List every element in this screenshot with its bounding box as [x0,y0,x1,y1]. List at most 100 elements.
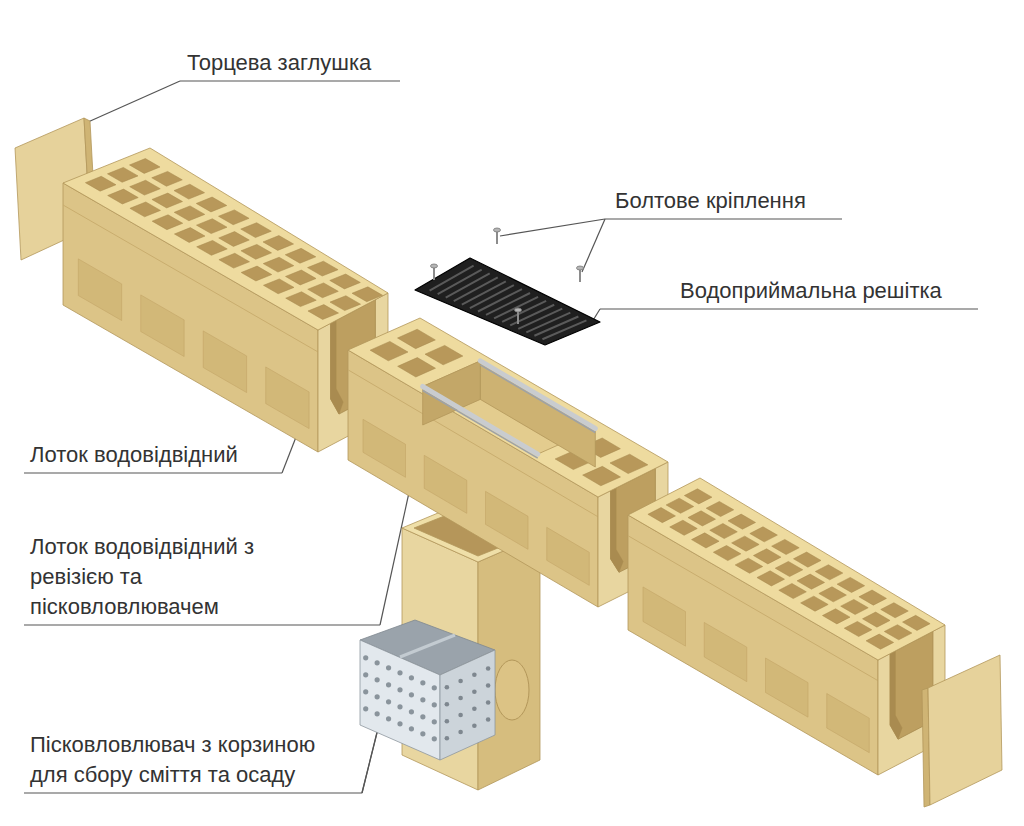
grid-hole [152,215,183,230]
basket-hole [445,736,450,741]
underline [24,624,380,625]
basket-hole [472,672,477,677]
grid-hole [286,292,317,307]
bolt-head [515,308,522,312]
underline [24,792,362,793]
grid-hole [753,549,781,564]
basket-hole [363,672,368,677]
grid-hole [241,266,272,281]
channel-top [628,478,945,660]
basket-hole [420,731,425,736]
leader-line [500,219,605,236]
basket-side [440,650,495,760]
grid-hole [425,345,463,364]
basket-hole [486,666,491,671]
basket-hole [386,682,391,687]
grid-hole [710,523,738,538]
basket-hole [409,726,414,731]
grid-hole [670,520,698,535]
grid-hole [308,305,339,320]
basket-hole [375,660,380,665]
channel-shadow [611,488,624,572]
basket-hole [432,702,437,707]
basket-hole [445,685,450,690]
grid-hole [263,236,294,251]
grid-hole [196,219,227,234]
grid-hole [263,257,294,272]
bolt-head [577,266,584,270]
basket-hole [420,714,425,719]
basket-hole [409,675,414,680]
drawing [15,118,1002,807]
end-cap-face [928,655,1002,805]
outlet-ring [495,660,529,720]
drain-channel [628,478,945,775]
grid-hole [648,508,676,523]
part-label: Торцева заглушка [187,48,371,78]
grid-hole [728,514,756,529]
bolts [431,228,584,324]
basket-hole [397,670,402,675]
grid-hole [866,634,894,649]
steel-rail [480,361,595,429]
grid-hole [801,596,829,611]
grid-hole [903,615,931,630]
grid-hole [85,176,116,191]
steel-rail [423,386,538,454]
leader-line [88,81,180,122]
grid-hole [750,527,778,542]
grid-hole [666,498,694,513]
basket-front [360,640,440,760]
leader-lines [24,81,978,793]
grid-hole [130,202,161,217]
channel-top [63,148,388,330]
channel-recess [643,587,686,646]
basket-hole [397,721,402,726]
grid-hole [779,583,807,598]
grid-hole [837,577,865,592]
basket-hole [486,700,491,705]
channel-recess [203,331,246,393]
underline [605,218,842,219]
grid-hole [174,228,205,243]
underline [180,80,400,81]
grid-hole [757,571,785,586]
basket-hole [472,706,477,711]
basket-hole [432,736,437,741]
grid-hole [692,533,720,548]
revision-channel [348,318,668,607]
channel-recess [78,259,121,321]
channel-top [348,318,668,497]
steel-rail-edge [423,390,538,458]
channel-recess [766,658,809,717]
grid-hole [241,223,272,238]
channel-recess [141,295,184,357]
grid-hole [107,167,138,182]
grid-hole [797,574,825,589]
basket-hole [420,680,425,685]
basket-hole [386,716,391,721]
bolt-head [494,228,501,232]
grid-hole [859,590,887,605]
leader-line [582,219,605,272]
grid-hole [713,546,741,561]
channel-recess [547,527,590,585]
grid-hole [884,625,912,640]
part-label: Болтове кріплення [615,186,806,216]
grid-hole [398,329,436,348]
end-cap [922,655,1002,807]
channel-recess [704,622,747,681]
grid-hole [815,565,843,580]
basket-hole [386,699,391,704]
bolt-head [431,264,438,268]
grid-hole [174,184,205,199]
grid-hole [706,501,734,516]
grid-hole [775,561,803,576]
channel-recess [486,491,529,549]
grid-hole [219,232,250,247]
grate-slot [542,320,586,339]
basket-hole [486,683,491,688]
part-label: Лоток водовідвідний з ревізією та пісков… [30,532,259,622]
basket-hole [486,717,491,722]
